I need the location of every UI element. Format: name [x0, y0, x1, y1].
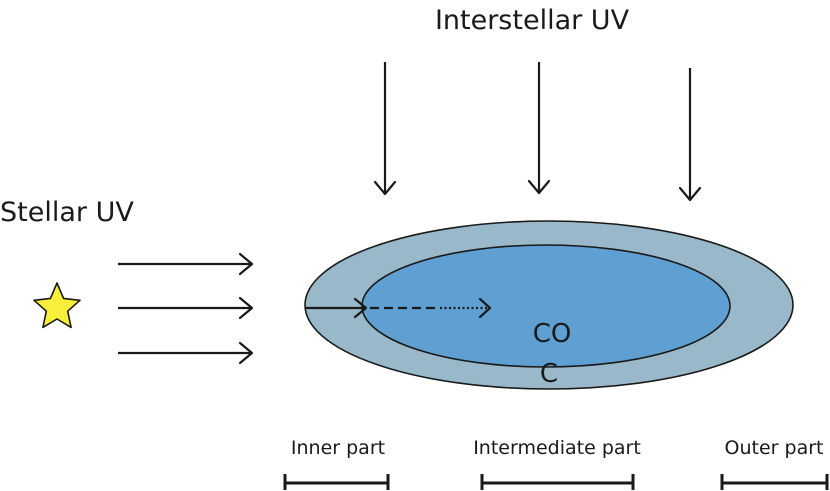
stellar-uv-label: Stellar UV: [0, 197, 134, 228]
interstellar-arrows: [373, 62, 702, 202]
region-bar-outer: [720, 474, 829, 490]
region-bar-inner: [283, 474, 390, 490]
co-label: CO: [533, 319, 572, 349]
region-label-intermediate: Intermediate part: [473, 437, 641, 459]
region-label-inner: Inner part: [291, 437, 385, 459]
region-bar-intermediate: [480, 474, 635, 490]
stellar-arrows: [118, 252, 254, 365]
interstellar-arrow-1: [373, 62, 397, 196]
stellar-arrow-1: [118, 252, 254, 276]
interstellar-arrow-3: [678, 68, 702, 202]
interstellar-arrow-2: [527, 62, 551, 195]
star-icon: [33, 282, 81, 329]
penetration-arrow: [306, 297, 492, 319]
stellar-arrow-3: [118, 341, 254, 365]
interstellar-uv-label: Interstellar UV: [435, 5, 630, 36]
region-label-outer: Outer part: [725, 437, 824, 459]
c-label: C: [540, 359, 558, 389]
stellar-arrow-2: [118, 296, 254, 320]
